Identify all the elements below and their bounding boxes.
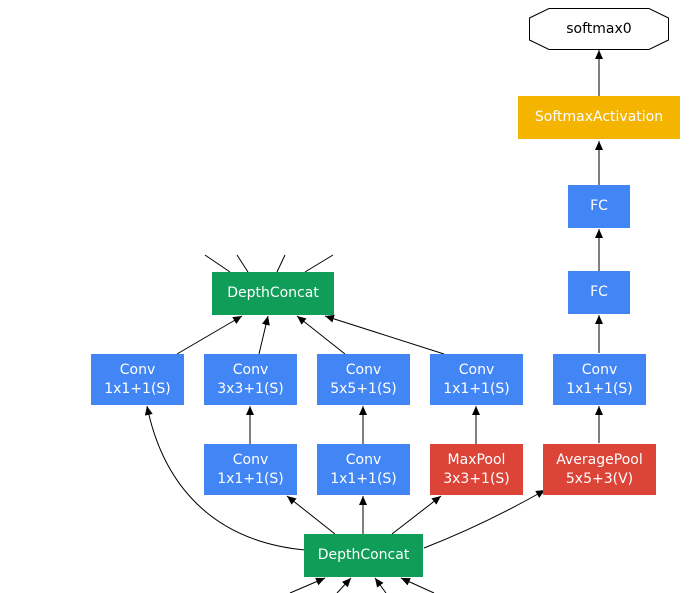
edge-conv1x1pool-to-depthconcat-top: [324, 314, 445, 355]
edge-depthconcat-top-out-2: [236, 254, 249, 273]
fc-bottom-node: FC: [568, 271, 630, 314]
conv-5x5-node: Conv 5x5+1(S): [317, 354, 410, 405]
conv-3x3-node: Conv 3x3+1(S): [204, 354, 297, 405]
edge-input-2-to-depthconcat-bottom: [336, 577, 352, 593]
conv-1x1-reduce5-line2: 1x1+1(S): [330, 470, 397, 487]
conv-1x1-a-node: Conv 1x1+1(S): [91, 354, 184, 405]
conv-3x3-line1: Conv: [232, 361, 269, 378]
conv-1x1-pool-line1: Conv: [458, 361, 495, 378]
conv-1x1-reduce3-line1: Conv: [232, 451, 269, 468]
conv-1x1-a-line1: Conv: [119, 361, 156, 378]
conv-1x1-aux-line1: Conv: [581, 361, 618, 378]
fc-top-node: FC: [568, 185, 630, 228]
depthconcat-top-node: DepthConcat: [212, 272, 334, 315]
fc-top-label: FC: [590, 198, 608, 214]
softmax0-octagon-shape: [529, 8, 669, 50]
edge-depthconcat-top-out-1: [204, 254, 231, 273]
maxpool-line1: MaxPool: [447, 451, 506, 468]
conv-3x3-line2: 3x3+1(S): [217, 380, 284, 397]
avgpool-line2: 5x5+3(V): [565, 470, 634, 487]
softmax0-node: softmax0: [529, 8, 669, 50]
edge-depthconcat-bottom-to-conv1x1a: [144, 405, 306, 551]
avgpool-node: AveragePool 5x5+3(V): [543, 444, 656, 495]
edge-input-1-to-depthconcat-bottom: [289, 577, 326, 593]
conv-1x1-aux-line2: 1x1+1(S): [566, 380, 633, 397]
edge-conv3x3-to-depthconcat-top: [258, 315, 270, 355]
conv-1x1-aux-node: Conv 1x1+1(S): [553, 354, 646, 405]
softmax0-label: softmax0: [566, 21, 632, 37]
edge-conv5x5-to-depthconcat-top: [296, 315, 346, 355]
conv-1x1-reduce3-line2: 1x1+1(S): [217, 470, 284, 487]
conv-5x5-line2: 5x5+1(S): [330, 380, 397, 397]
maxpool-line2: 3x3+1(S): [443, 470, 510, 487]
conv-1x1-reduce5-line1: Conv: [345, 451, 382, 468]
edge-input-4-to-depthconcat-bottom: [400, 577, 435, 593]
conv-1x1-pool-line2: 1x1+1(S): [443, 380, 510, 397]
edge-depthconcat-top-out-3: [276, 254, 286, 273]
softmax-activation-node: SoftmaxActivation: [518, 96, 680, 139]
avgpool-line1: AveragePool: [556, 451, 643, 468]
conv-1x1-a-line2: 1x1+1(S): [104, 380, 171, 397]
depthconcat-bottom-node: DepthConcat: [304, 534, 423, 577]
conv-1x1-reduce3-node: Conv 1x1+1(S): [204, 444, 297, 495]
edge-input-3-to-depthconcat-bottom: [374, 577, 387, 593]
conv-1x1-pool-node: Conv 1x1+1(S): [430, 354, 523, 405]
edge-depthconcat-bottom-to-maxpool: [391, 495, 442, 535]
edge-depthconcat-bottom-to-reduce3: [286, 495, 336, 535]
conv-5x5-line1: Conv: [345, 361, 382, 378]
edge-depthconcat-top-out-4: [304, 254, 334, 273]
conv-1x1-reduce5-node: Conv 1x1+1(S): [317, 444, 410, 495]
fc-bottom-label: FC: [590, 284, 608, 300]
maxpool-node: MaxPool 3x3+1(S): [430, 444, 523, 495]
edge-depthconcat-bottom-to-avgpool: [423, 489, 546, 549]
depthconcat-bottom-label: DepthConcat: [317, 547, 410, 563]
depthconcat-top-label: DepthConcat: [227, 285, 319, 301]
softmax-activation-label: SoftmaxActivation: [534, 109, 664, 125]
edge-conv1x1a-to-depthconcat-top: [176, 315, 243, 355]
